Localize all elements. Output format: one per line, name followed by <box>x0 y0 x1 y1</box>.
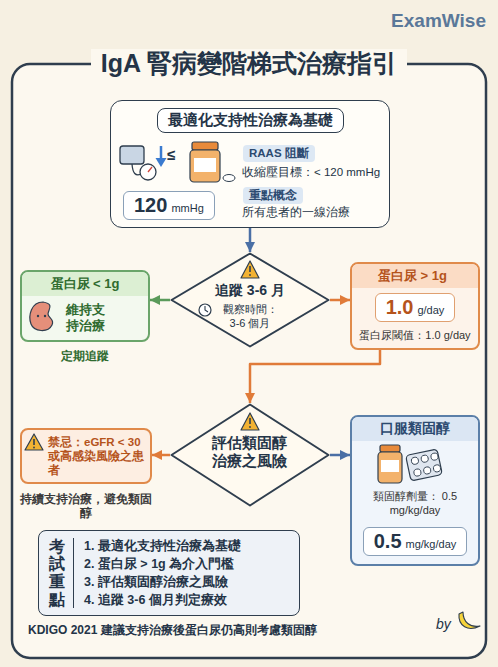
node-text: 1. 最適化支持性治療為基礎 <box>84 537 289 555</box>
node-text: 2. 蛋白尿 > 1g 為介入門檻 <box>84 555 289 573</box>
icon-space <box>352 441 478 487</box>
tag-label: 重點概念 <box>243 187 303 204</box>
blister-pack <box>406 449 443 481</box>
value-box: 0.5 mg/kg/day <box>363 527 468 556</box>
node-text: 4. 追蹤 3-6 個月判定療效 <box>84 591 289 609</box>
node-heading: 最適化支持性治療為基礎 <box>157 108 344 133</box>
node-heading: 120 <box>134 194 167 217</box>
flow-arrow <box>150 299 170 302</box>
node-text: mg/kg/day <box>406 538 457 550</box>
banana-icon <box>459 612 480 628</box>
node-text: g/day <box>417 304 444 316</box>
signature: by <box>436 616 458 632</box>
node-text: mmHg <box>171 202 203 214</box>
flow-arrow <box>249 228 252 252</box>
value-box: 120 mmHg <box>123 191 215 220</box>
node-text: 3. 評估類固醇治療之風險 <box>84 573 289 591</box>
outcome-box: 蛋白尿 < 1g維持支持治療 <box>20 270 150 342</box>
warning-icon <box>241 261 259 278</box>
node-heading: 蛋白尿 > 1g <box>352 264 478 288</box>
clock-icon <box>199 304 211 316</box>
brand-name: ExamWise <box>370 10 486 32</box>
warning-box: 禁忌：eGFR < 30 或高感染風險之患者 <box>20 428 152 484</box>
decision-diamond: 評估類固醇治療之風險 <box>170 403 330 507</box>
note-text: 定期追蹤 <box>20 348 150 365</box>
title: IgA 腎病變階梯式治療指引 <box>91 49 407 77</box>
value-box: 1.0g/day <box>375 293 456 322</box>
note-text: 持續支持治療，避免類固醇 <box>20 492 152 520</box>
node-heading: 重點概念 <box>249 188 297 203</box>
node-heading: 1.0 <box>386 296 414 319</box>
note-text: 收縮壓目標：< 120 mmHg <box>242 165 388 179</box>
exam-points-box: 考試重點 1. 最適化支持性治療為基礎2. 蛋白尿 > 1g 為介入門檻3. 評估… <box>38 530 300 616</box>
node-heading: 追蹤 3-6 月 <box>215 282 285 298</box>
node-heading: 0.5 <box>374 530 402 553</box>
node-heading: 禁忌：eGFR < 30 或高感染風險之患者 <box>22 430 150 482</box>
node-heading: 蛋白尿 < 1g <box>22 272 148 296</box>
down-arrow <box>156 146 167 167</box>
node-text: 觀察時間： 3-6 個月 <box>220 302 280 330</box>
title-row: IgA 腎病變階梯式治療指引 <box>0 46 498 80</box>
node-text: 類固醇劑量： 0.5 mg/kg/day <box>352 487 478 523</box>
note-text: 所有患者的一線治療 <box>242 205 388 219</box>
node-heading: 評估類固醇治療之風險 <box>212 434 287 470</box>
flow-arrow <box>250 350 380 403</box>
warning-icon <box>241 413 259 430</box>
blood-pressure-cuff <box>120 146 156 180</box>
kidney-icon <box>30 302 53 331</box>
warning-icon <box>25 434 43 450</box>
flow-arrow <box>330 299 350 302</box>
caption: KDIGO 2021 建議支持治療後蛋白尿仍高則考慮類固醇 <box>28 622 438 639</box>
pill-bottle <box>190 142 235 182</box>
flow-arrow <box>330 454 350 457</box>
treatment-box: 口服類固醇類固醇劑量： 0.5 mg/kg/day 0.5 mg/kg/day <box>350 415 480 566</box>
flow-arrow <box>152 454 170 457</box>
node-text: 蛋白尿閾值：1.0 g/day <box>352 326 478 348</box>
steroid-bottle <box>378 445 402 483</box>
outcome-box: 蛋白尿 > 1g 蛋白尿閾值：1.0 g/day 1.0g/day <box>350 262 480 350</box>
tag-label: RAAS 阻斷 <box>243 145 315 162</box>
kidney-icon <box>358 267 371 283</box>
diamond-shape <box>170 252 330 348</box>
node-heading: RAAS 阻斷 <box>249 146 309 161</box>
node-heading: 考試重點 <box>49 538 74 608</box>
node-text: 維持支持治療 <box>22 296 148 340</box>
decision-diamond: 追蹤 3-6 月觀察時間： 3-6 個月 <box>170 252 330 348</box>
symbol-label: ≤ <box>167 146 181 163</box>
node-heading: 口服類固醇 <box>352 417 478 441</box>
